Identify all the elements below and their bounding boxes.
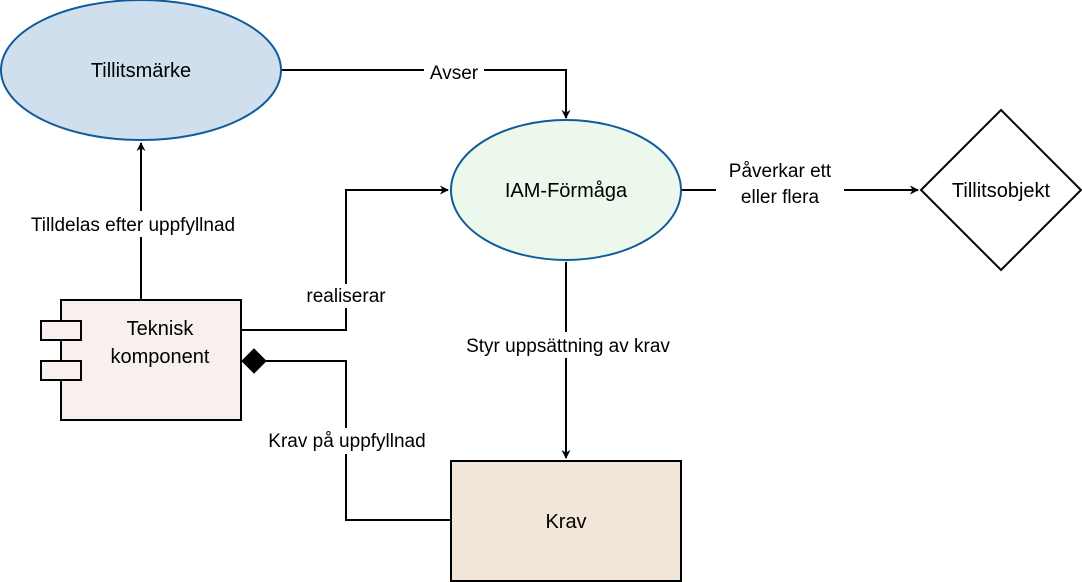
edge-label-styr: Styr uppsättning av krav [466, 336, 670, 357]
tillitsobjekt-label: Tillitsobjekt [952, 180, 1051, 202]
tillitsmarke-shape [0, 0, 282, 141]
node-tillitsobjekt[interactable]: Tillitsobjekt [919, 108, 1082, 272]
edge-avser [282, 69, 571, 119]
node-tillitsmarke[interactable]: Tillitsmärke [0, 0, 282, 141]
krav-shape [450, 460, 682, 582]
edge-label-paverkar-line1: Påverkar ett [729, 161, 832, 182]
iam-formaga-shape [450, 119, 682, 261]
tillitsmarke-label: Tillitsmärke [91, 60, 191, 82]
edge-label-paverkar-line2: eller flera [741, 187, 820, 208]
teknisk-komponent-label-line1: Teknisk [127, 318, 195, 340]
krav-label: Krav [545, 511, 586, 533]
edge-label-avser: Avser [430, 63, 479, 84]
teknisk-komponent-label-line2: komponent [111, 346, 210, 368]
node-teknisk-komponent[interactable]: Teknisk komponent [40, 299, 242, 421]
node-iam-formaga[interactable]: IAM-Förmåga [450, 119, 682, 261]
teknisk-komponent-shape [60, 299, 242, 421]
composition-diamond [241, 348, 267, 374]
edge-label-realiserar: realiserar [306, 286, 386, 307]
edge-label-krav-pa: Krav på uppfyllnad [268, 431, 425, 452]
tillitsobjekt-shape [919, 108, 1082, 272]
component-port-top-icon [40, 320, 82, 341]
edge-realiserar [242, 185, 449, 331]
edge-label-tilldelas: Tilldelas efter uppfyllnad [31, 215, 235, 236]
iam-formaga-label: IAM-Förmåga [505, 180, 628, 202]
node-krav[interactable]: Krav [450, 460, 682, 582]
component-port-bottom-icon [40, 360, 82, 381]
